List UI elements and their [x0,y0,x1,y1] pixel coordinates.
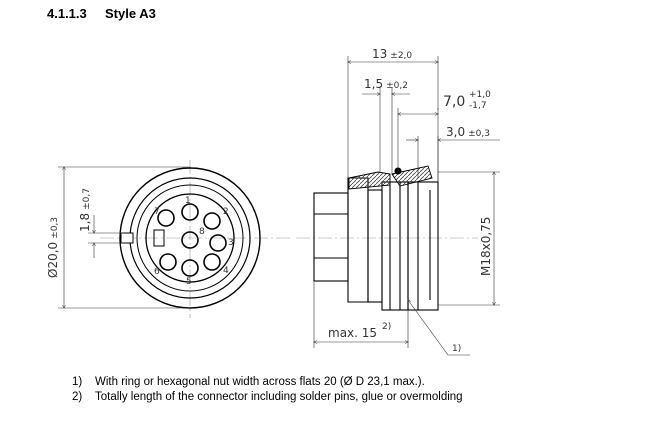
ring-section [391,165,433,187]
coding-notch [153,229,165,247]
pin-label: 3 [228,238,234,248]
flange [347,177,369,303]
rear-body [313,192,349,282]
dim-nut-label: 3,0±0,3 [446,125,490,139]
seal-section [348,171,391,190]
coding-key [120,232,134,244]
nut [381,181,409,311]
pin-carrier [145,193,235,283]
footnote: 1)With ring or hexagonal nut width acros… [72,376,425,388]
dim-length-label: max. 15 [328,326,377,340]
section-number: 4.1.1.3 [47,6,87,21]
section-heading: 4.1.1.3 Style A3 [47,6,156,21]
pin-label: 2 [223,207,229,217]
section-title: Style A3 [105,6,156,21]
dim-diameter-label: Ø20,0±0,3 [46,217,60,278]
dim-flange-label: 1,5±0,2 [364,77,408,91]
front-dimensions [58,167,190,308]
pin-label: 1 [185,196,191,206]
dim-total-label: 13±2,0 [372,47,412,61]
collar [367,189,383,303]
side-dimensions [314,56,500,356]
callout-label: 1) [452,344,461,354]
front-view [100,160,292,318]
insert-outline [136,184,244,292]
dim-length-ref: 2) [382,322,391,332]
pin-label: 4 [223,266,229,276]
dim-key-label: 1,8±0,7 [78,188,92,232]
dim-thread-label: M18x0,75 [479,217,493,276]
pin-label: 5 [186,277,192,287]
pin-label: 7 [154,207,160,217]
pin-label: 8 [199,227,205,237]
pin-label: 6 [154,267,160,277]
dim-body-label: 7,0 [443,94,465,110]
dim-body-tol-lower: -1,7 [469,101,487,111]
pin-numbers: 1 2 3 4 5 6 7 8 [154,196,234,287]
footnote: 2)Totally length of the connector includ… [72,391,463,403]
footnotes: 1)With ring or hexagonal nut width acros… [72,375,463,405]
side-view [296,165,478,311]
dim-body-tol-upper: +1,0 [469,90,491,100]
front-shell [407,181,439,311]
contact-pins [157,203,227,277]
